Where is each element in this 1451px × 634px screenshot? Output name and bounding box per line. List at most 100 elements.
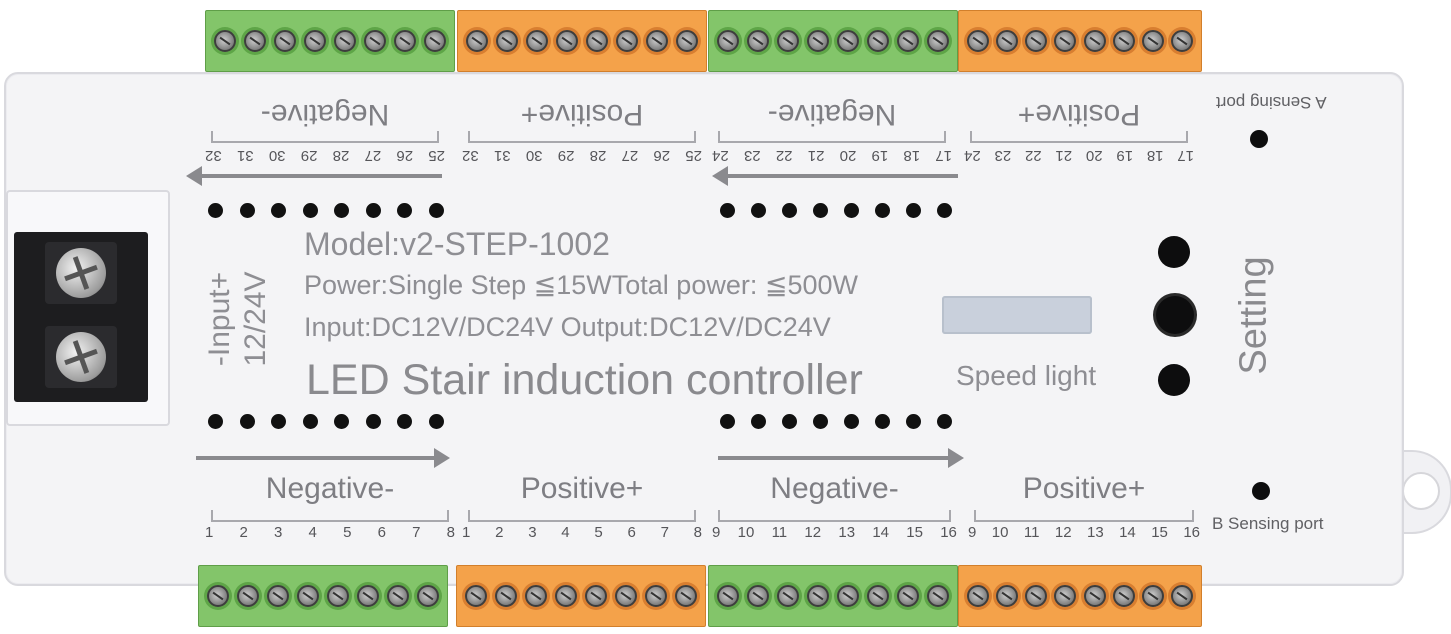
terminal-screw[interactable] [1083,585,1106,607]
terminal-screw[interactable] [927,30,949,52]
terminal-screw[interactable] [837,30,859,52]
terminal-screw[interactable] [357,585,379,607]
setting-button-mid[interactable] [1156,296,1194,334]
terminal-screw[interactable] [837,585,859,607]
setting-button-down[interactable] [1158,364,1190,396]
terminal-screw[interactable] [1171,585,1194,607]
terminal-number: 17 [1177,147,1194,164]
led-dot [302,414,318,429]
terminal-screw[interactable] [304,30,326,52]
led-dot [875,203,890,218]
terminal-screw[interactable] [927,585,949,607]
terminal-screw[interactable] [1054,585,1077,607]
terminal-screw[interactable] [777,30,799,52]
terminal-screw[interactable] [585,585,607,607]
terminal-screw[interactable] [495,585,517,607]
terminal-screw[interactable] [966,585,989,607]
terminal-screw[interactable] [274,30,296,52]
terminal-screw[interactable] [525,585,547,607]
top-group-2-label: Positive+ [520,98,644,131]
terminal-screw[interactable] [556,30,578,52]
terminal-number: 17 [935,147,952,164]
terminal-screw[interactable] [465,585,487,607]
terminal-number: 19 [1116,147,1134,164]
terminal-screw[interactable] [747,585,769,607]
terminal-screw[interactable] [1142,30,1165,52]
terminal-screw[interactable] [645,585,667,607]
speed-light-window [942,296,1092,334]
terminal-screw[interactable] [717,30,739,52]
terminal-screw[interactable] [387,585,409,607]
terminal-screw[interactable] [646,30,668,52]
input-screw-top[interactable] [45,242,117,304]
terminal-screw[interactable] [1025,30,1048,52]
terminal-screw[interactable] [777,585,799,607]
led-dot [875,414,890,429]
top-group-2-bracket [468,131,696,143]
terminal-screw[interactable] [675,585,697,607]
sensing-port-a[interactable] [1250,130,1268,148]
terminal-screw[interactable] [496,30,518,52]
terminal-number: 16 [1183,524,1200,541]
terminal-screw[interactable] [615,585,637,607]
terminal-screw[interactable] [807,30,829,52]
terminal-number: 28 [332,147,350,164]
terminal-number: 3 [528,524,537,541]
sensing-port-b[interactable] [1252,482,1270,500]
terminal-number: 25 [428,147,445,164]
terminal-number: 2 [239,524,248,541]
terminal-number: 31 [493,147,511,164]
terminal-screw[interactable] [1112,585,1135,607]
led-dot [239,203,255,218]
terminal-number: 25 [685,147,702,164]
terminal-screw[interactable] [897,30,919,52]
terminal-screw[interactable] [334,30,356,52]
terminal-screw[interactable] [717,585,739,607]
terminal-screw[interactable] [1054,30,1077,52]
terminal-number: 1 [462,524,471,541]
terminal-screw[interactable] [995,30,1018,52]
terminal-number: 11 [1023,524,1040,541]
input-screw-bottom[interactable] [45,326,117,388]
terminal-screw[interactable] [897,585,919,607]
setting-label: Setting [1232,256,1275,375]
sensing-port-a-label: A Sensing port [1216,93,1327,112]
terminal-strip-bottom-2 [456,565,706,627]
terminal-screw[interactable] [555,585,577,607]
terminal-screw[interactable] [747,30,769,52]
terminal-screw[interactable] [1171,30,1194,52]
terminal-screw[interactable] [526,30,548,52]
terminal-screw[interactable] [237,585,259,607]
terminal-screw[interactable] [214,30,236,52]
terminal-screw[interactable] [1112,30,1135,52]
terminal-screw[interactable] [1025,585,1048,607]
terminal-screw[interactable] [867,585,889,607]
terminal-number: 24 [964,147,981,164]
terminal-screw[interactable] [364,30,386,52]
terminal-number: 15 [1151,524,1168,541]
terminal-screw[interactable] [586,30,608,52]
terminal-screw[interactable] [1083,30,1106,52]
led-dot [813,414,828,429]
terminal-screw[interactable] [995,585,1018,607]
terminal-screw[interactable] [616,30,638,52]
terminal-screw[interactable] [417,585,439,607]
terminal-screw[interactable] [327,585,349,607]
terminal-screw[interactable] [466,30,488,52]
terminal-screw[interactable] [676,30,698,52]
terminal-screw[interactable] [394,30,416,52]
terminal-screw[interactable] [297,585,319,607]
setting-button-up[interactable] [1158,236,1190,268]
terminal-screw[interactable] [966,30,989,52]
terminal-screw[interactable] [244,30,266,52]
terminal-screw[interactable] [267,585,289,607]
terminal-screw[interactable] [1142,585,1165,607]
terminal-screw[interactable] [207,585,229,607]
led-dot [271,414,287,429]
terminal-number: 21 [1055,147,1073,164]
terminal-screw[interactable] [867,30,889,52]
terminal-screw[interactable] [424,30,446,52]
terminal-screw[interactable] [807,585,829,607]
